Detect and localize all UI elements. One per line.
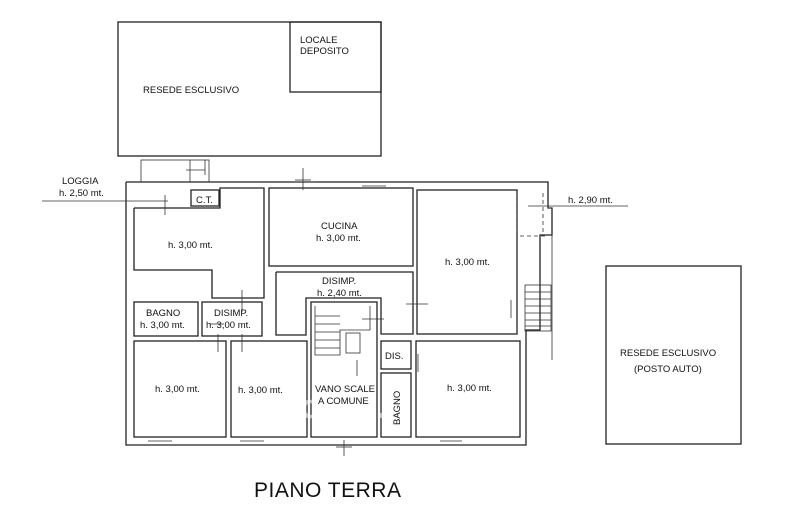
label-cucina-height: h. 3,00 mt. (316, 233, 361, 244)
door-markers (164, 168, 512, 456)
centrale-termica (190, 189, 220, 207)
label-bagno-left: BAGNO (146, 308, 180, 319)
label-ct: C.T. (196, 195, 213, 206)
disimp-left (201, 301, 263, 337)
bagno-small (380, 372, 412, 438)
room-partitions (133, 181, 553, 442)
vano-scale (310, 301, 378, 438)
label-a-comune: A COMUNE (318, 396, 369, 407)
label-disimp-left: DISIMP. (214, 308, 248, 319)
room-bottom-right (415, 340, 521, 438)
label-bagno-vertical: BAGNO (392, 391, 403, 425)
dimension-leaders (42, 200, 628, 207)
label-room-bottom-center-height: h. 3,00 mt. (238, 385, 283, 396)
label-bagno-left-height: h. 3,00 mt. (140, 320, 185, 331)
label-locale: LOCALE (300, 35, 338, 46)
label-height-right-top: h. 2,90 mt. (568, 195, 613, 206)
building-outline (125, 181, 553, 446)
label-cucina: CUCINA (321, 221, 358, 232)
cucina-room (268, 187, 414, 267)
label-room-upper-left-height: h. 3,00 mt. (168, 240, 213, 251)
label-resede-top: RESEDE ESCLUSIVO (143, 85, 239, 96)
label-loggia-height: h. 2,50 mt. (59, 188, 104, 199)
exterior-steps (524, 235, 553, 360)
dis-room (380, 340, 412, 370)
label-posto-auto: (POSTO AUTO) (634, 364, 702, 375)
label-dis: DIS. (385, 351, 403, 362)
room-bottom-left (133, 340, 227, 438)
bagno-left (133, 301, 199, 337)
label-room-bottom-right-height: h. 3,00 mt. (447, 383, 492, 394)
locale-deposito (289, 21, 382, 93)
watermark: casa.it (300, 388, 406, 426)
label-disimp-center-height: h. 2,40 mt. (317, 288, 362, 299)
loggia-area (140, 159, 210, 183)
resede-esclusivo-top (117, 21, 382, 157)
label-deposito: DEPOSITO (300, 46, 349, 57)
room-bottom-center (230, 340, 308, 438)
label-disimp-left-height: h. 3,00 mt. (206, 320, 251, 331)
resede-posto-auto (605, 265, 742, 445)
label-room-bottom-left-height: h. 3,00 mt. (155, 384, 200, 395)
label-vano-scale: VANO SCALE (315, 384, 375, 395)
label-loggia: LOGGIA (62, 176, 99, 187)
label-resede-right: RESEDE ESCLUSIVO (620, 348, 716, 359)
label-room-right-height: h. 3,00 mt. (445, 257, 490, 268)
right-room (416, 189, 518, 335)
label-disimp-center: DISIMP. (322, 276, 356, 287)
plan-title: PIANO TERRA (254, 479, 401, 502)
